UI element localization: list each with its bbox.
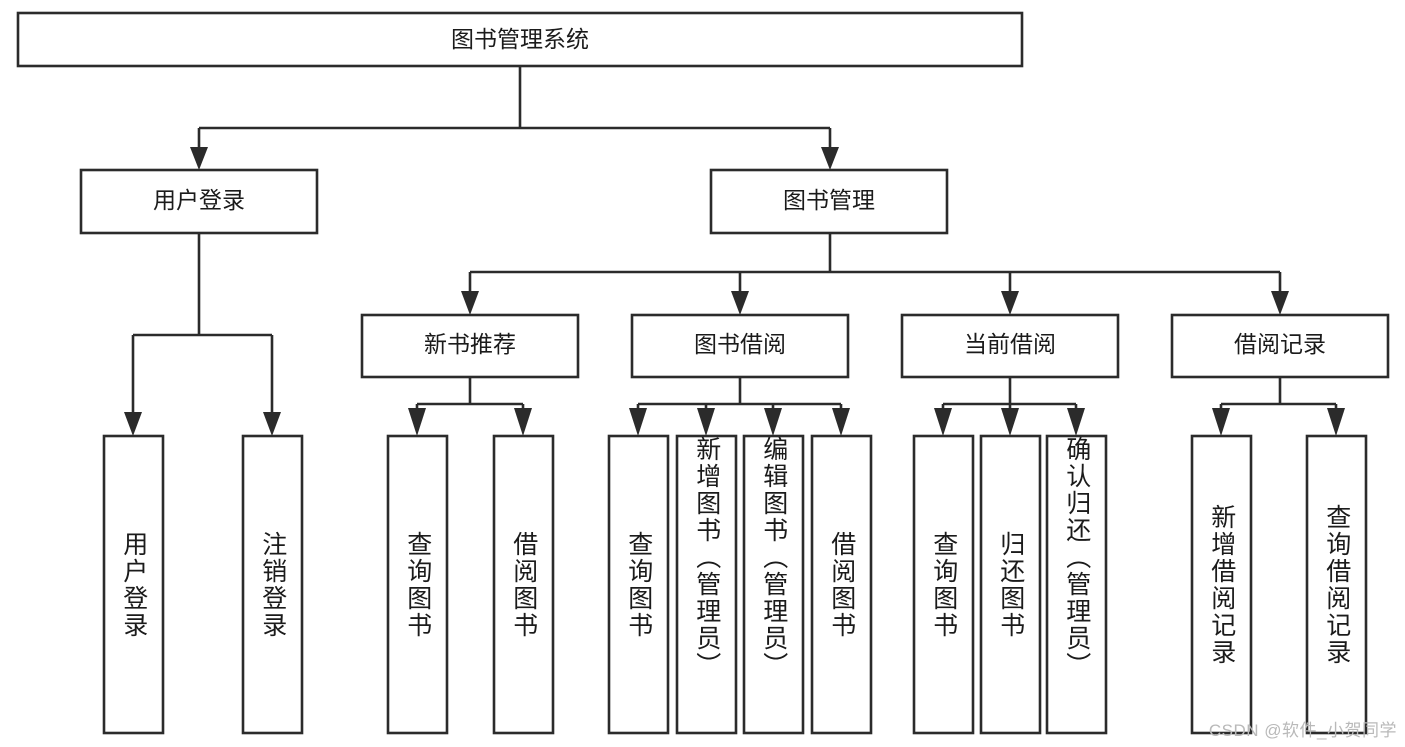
leaf-query-book-cur-box[interactable]	[912, 434, 975, 735]
arrow-head-leaf-user-logout	[263, 412, 281, 436]
node-user-login[interactable]: 用户登录	[79, 168, 319, 235]
node-user-login-label: 用户登录	[153, 187, 245, 213]
leaf-query-book-brw-box[interactable]	[607, 434, 670, 735]
node-book-borrow[interactable]: 图书借阅	[630, 313, 850, 379]
node-root-box[interactable]	[16, 11, 1024, 68]
connector-group-new-book-recommend	[408, 377, 532, 436]
node-book-borrow-box[interactable]	[630, 313, 850, 379]
node-book-borrow-label: 图书借阅	[694, 331, 786, 357]
node-root-label: 图书管理系统	[451, 26, 589, 52]
arrow-head-leaf-confirm-return	[1067, 408, 1085, 436]
node-current-borrow[interactable]: 当前借阅	[900, 313, 1120, 379]
leaf-boxes	[102, 434, 1368, 735]
node-borrow-record[interactable]: 借阅记录	[1170, 313, 1390, 379]
leaf-query-book-rec-box[interactable]	[386, 434, 449, 735]
node-current-borrow-box[interactable]	[900, 313, 1120, 379]
connector-group-borrow-record	[1212, 377, 1345, 436]
leaf-borrow-book-rec-box[interactable]	[492, 434, 555, 735]
leaf-query-record-box[interactable]	[1305, 434, 1368, 735]
node-new-book-recommend-box[interactable]	[360, 313, 580, 379]
arrow-head-leaf-query-record	[1327, 408, 1345, 436]
node-new-book-recommend-label: 新书推荐	[424, 331, 516, 357]
connector-group-root	[190, 66, 839, 170]
leaf-edit-book-box[interactable]	[742, 434, 805, 735]
node-root[interactable]: 图书管理系统	[16, 11, 1024, 68]
arrow-head-leaf-edit-book	[764, 408, 782, 436]
arrow-head-leaf-query-book-brw	[629, 408, 647, 436]
leaf-return-book-box[interactable]	[979, 434, 1042, 735]
node-user-login-box[interactable]	[79, 168, 319, 235]
leaf-user-logout-box[interactable]	[241, 434, 304, 735]
leaf-user-login-box[interactable]	[102, 434, 165, 735]
arrow-head-book-borrow	[731, 291, 749, 315]
arrow-head-leaf-query-book-rec	[408, 408, 426, 436]
arrow-head-new-book-recommend	[461, 291, 479, 315]
arrow-head-user-login	[190, 147, 208, 170]
arrow-head-book-manage	[821, 147, 839, 170]
arrow-head-leaf-return-book	[1001, 408, 1019, 436]
node-new-book-recommend[interactable]: 新书推荐	[360, 313, 580, 379]
leaf-add-book-box[interactable]	[675, 434, 738, 735]
arrow-head-leaf-query-book-cur	[934, 408, 952, 436]
connector-group-user-login	[124, 233, 281, 436]
node-borrow-record-box[interactable]	[1170, 313, 1390, 379]
arrow-head-leaf-add-record	[1212, 408, 1230, 436]
arrow-head-leaf-add-book	[697, 408, 715, 436]
arrow-head-current-borrow	[1001, 291, 1019, 315]
leaf-confirm-return-box[interactable]	[1045, 434, 1108, 735]
leaf-add-record-box[interactable]	[1190, 434, 1253, 735]
arrow-head-leaf-borrow-book-rec	[514, 408, 532, 436]
node-book-manage-label: 图书管理	[783, 187, 875, 213]
arrow-head-leaf-user-login	[124, 412, 142, 436]
connector-group-book-borrow	[629, 377, 850, 436]
watermark-text: CSDN @软件_小贺同学	[1208, 721, 1397, 740]
leaf-borrow-book-brw-box[interactable]	[810, 434, 873, 735]
node-borrow-record-label: 借阅记录	[1234, 331, 1326, 357]
node-book-manage-box[interactable]	[709, 168, 949, 235]
arrow-head-leaf-borrow-book-brw	[832, 408, 850, 436]
connector-group-current-borrow	[934, 377, 1085, 436]
node-book-manage[interactable]: 图书管理	[709, 168, 949, 235]
node-current-borrow-label: 当前借阅	[964, 331, 1056, 357]
connector-group-book-manage	[461, 233, 1289, 315]
arrow-head-borrow-record	[1271, 291, 1289, 315]
